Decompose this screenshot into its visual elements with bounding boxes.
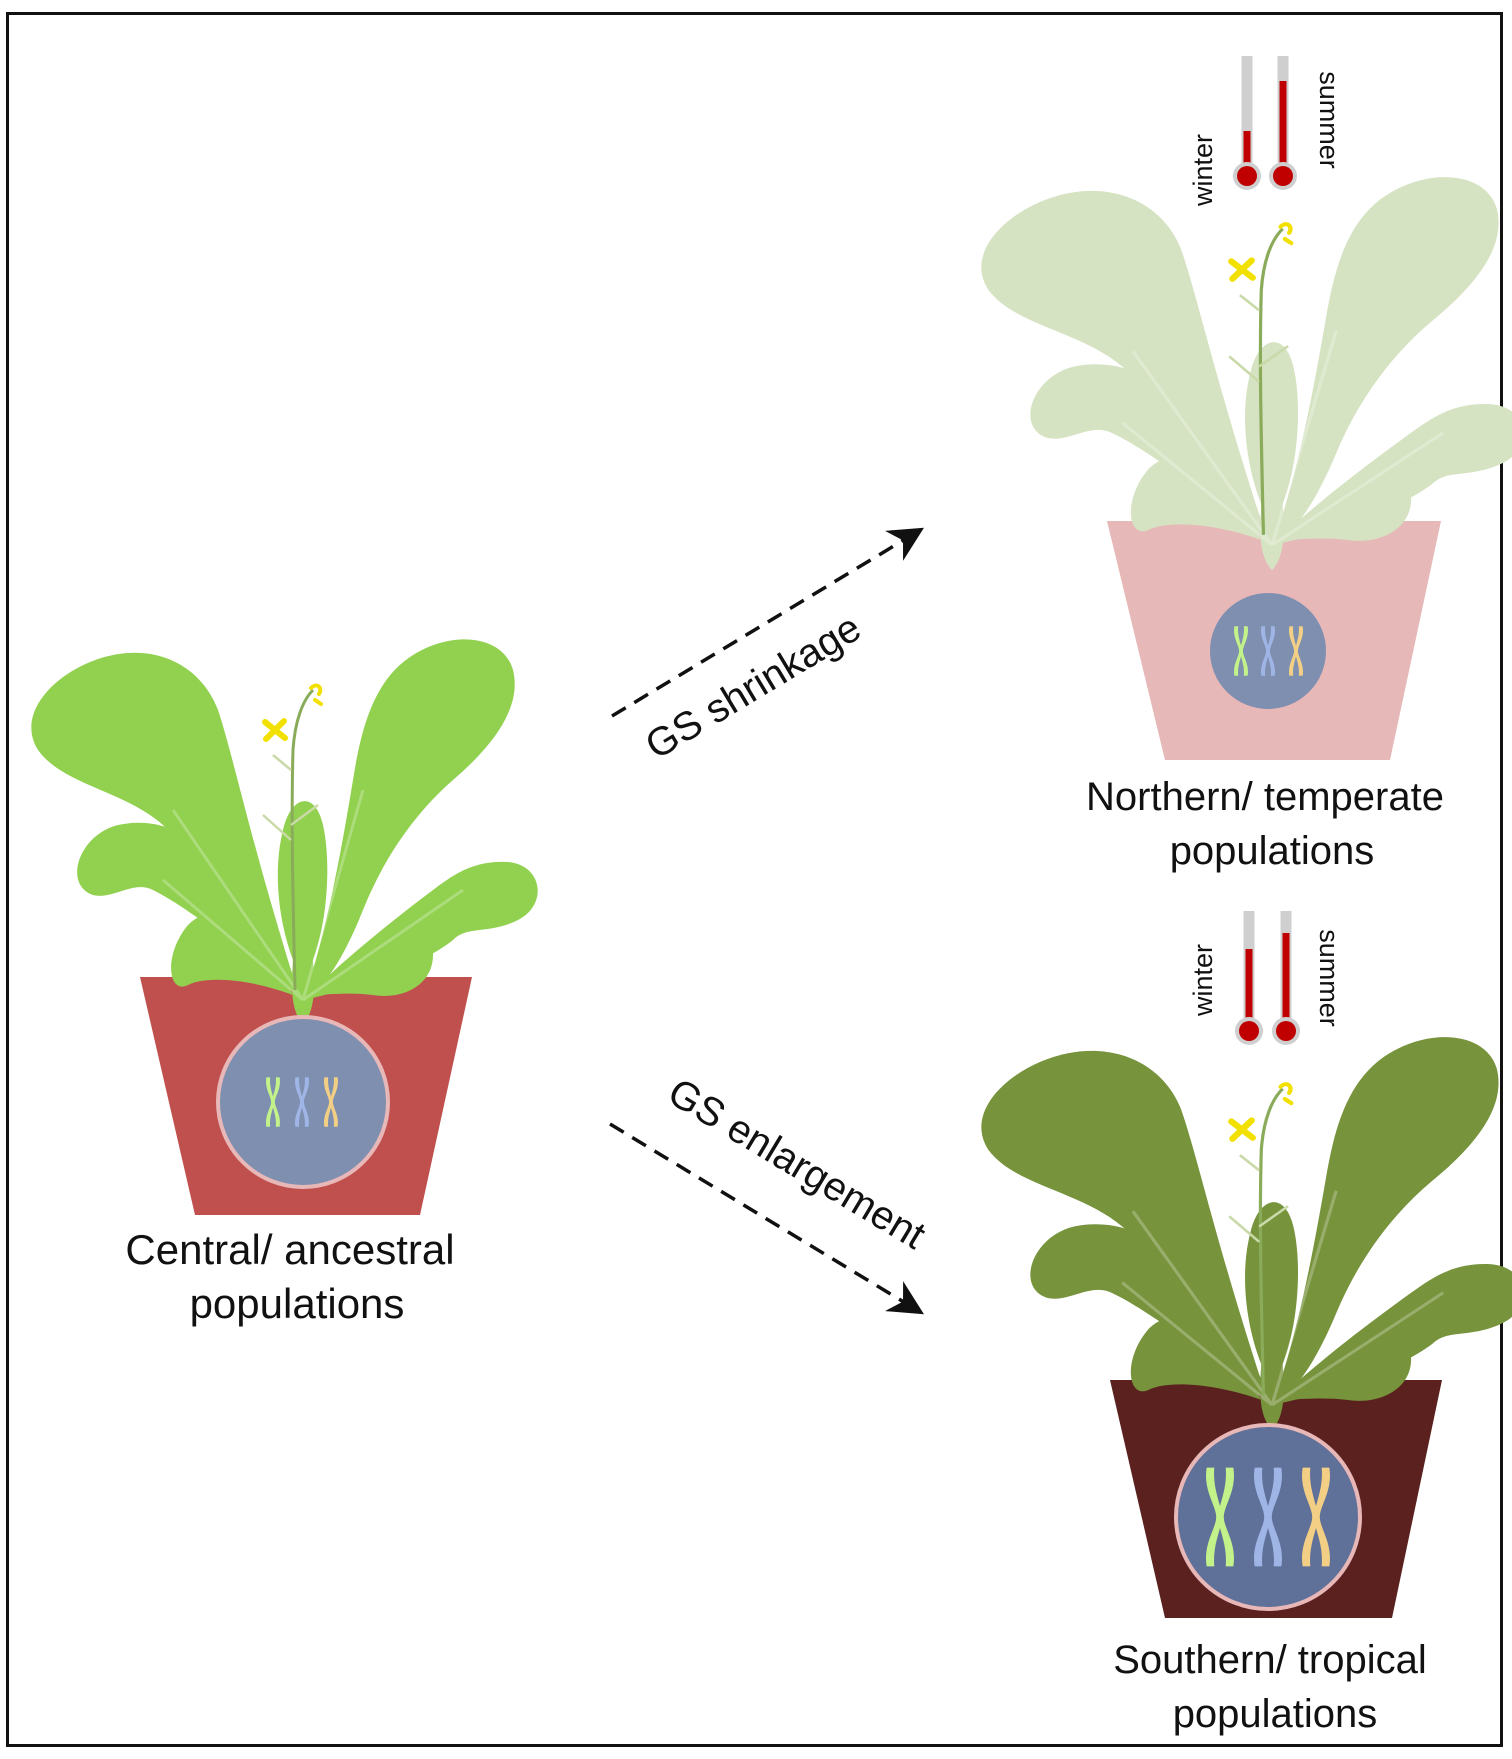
thermometer-bulb <box>1273 166 1293 186</box>
northern-winter-thermometer <box>1233 56 1261 190</box>
central-label-line2: populations <box>190 1280 405 1327</box>
thermometer-bulb <box>1239 1021 1259 1041</box>
southern-winter-label: winter <box>1188 944 1218 1017</box>
thermometer-level <box>1245 949 1253 1021</box>
northern-summer-label: summer <box>1314 71 1344 169</box>
southern-plant <box>981 1037 1512 1430</box>
central-nucleus <box>216 1015 390 1189</box>
central-population: Central/ ancestral populations <box>31 639 537 1327</box>
northern-summer-thermometer <box>1269 56 1297 190</box>
northern-nucleus <box>1206 589 1330 713</box>
northern-winter-label: winter <box>1188 134 1218 207</box>
enlargement-label: GS enlargement <box>661 1070 933 1258</box>
northern-thermometers: winter summer <box>1188 56 1344 207</box>
thermometer-level <box>1243 131 1251 166</box>
thermometer-bulb <box>1237 166 1257 186</box>
thermometer-level <box>1282 933 1290 1021</box>
southern-label-line2: populations <box>1173 1692 1378 1736</box>
southern-summer-thermometer <box>1272 911 1300 1045</box>
enlargement-arrow: GS enlargement <box>609 1070 933 1315</box>
central-label-line1: Central/ ancestral <box>125 1226 454 1273</box>
thermometer-tube <box>1241 56 1253 166</box>
northern-label-line1: Northern/ temperate <box>1086 775 1444 819</box>
southern-population: Southern/ tropical populations winter su… <box>981 911 1512 1736</box>
southern-summer-label: summer <box>1314 929 1344 1027</box>
northern-label-line2: populations <box>1170 829 1375 873</box>
southern-thermometers: winter summer <box>1188 911 1344 1045</box>
shrinkage-arrow: GS shrinkage <box>611 527 924 768</box>
thermometer-level <box>1279 81 1287 166</box>
southern-winter-thermometer <box>1235 911 1263 1045</box>
central-plant <box>31 639 537 1025</box>
southern-nucleus <box>1174 1423 1362 1611</box>
thermometer-bulb <box>1276 1021 1296 1041</box>
northern-population: Northern/ temperate populations winter s… <box>981 56 1512 873</box>
southern-label-line1: Southern/ tropical <box>1113 1638 1427 1682</box>
northern-plant <box>981 177 1512 570</box>
